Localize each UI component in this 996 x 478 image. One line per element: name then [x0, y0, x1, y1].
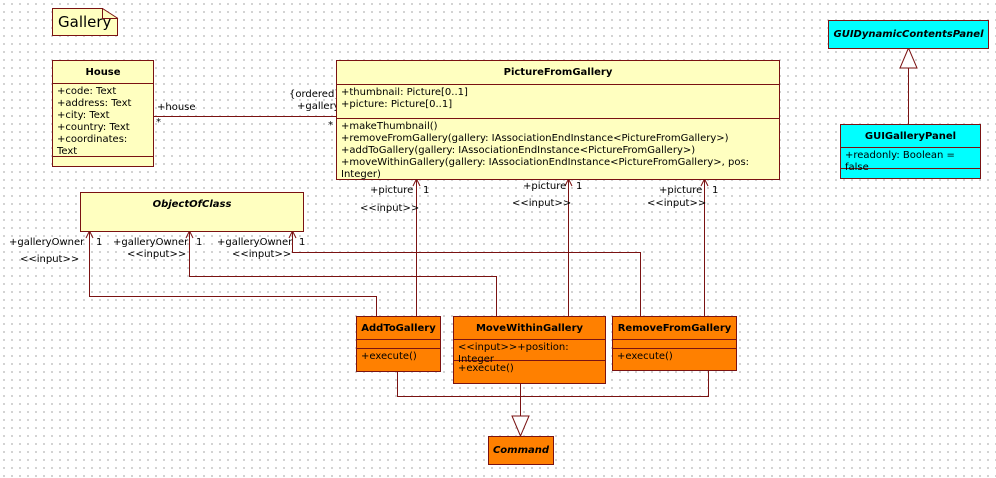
class-gui-gallery-panel[interactable]: GUIGalleryPanel +readonly: Boolean = fal… [840, 124, 981, 179]
operation: +addToGallery(gallery: IAssociationEndIn… [341, 145, 696, 156]
class-remove-from-gallery-operations: +execute() [613, 349, 736, 365]
constraint-ordered: {ordered} [289, 89, 341, 100]
class-remove-from-gallery-name: RemoveFromGallery [613, 317, 736, 340]
stereotype-owner-move: <<input>> [127, 249, 187, 260]
class-gui-dynamic-contents-panel-name: GUIDynamicContentsPanel [833, 29, 984, 40]
operation: +execute() [361, 351, 417, 362]
generalization-arrowhead-icon [899, 46, 918, 69]
class-remove-from-gallery-attributes [613, 340, 736, 349]
class-command[interactable]: Command [488, 436, 554, 465]
class-picture-from-gallery-operations: +makeThumbnail() +removeFromGallery(gall… [337, 119, 779, 183]
class-add-to-gallery-name: AddToGallery [357, 317, 440, 340]
role-picture-add: +picture [370, 185, 414, 196]
multiplicity-picture-remove: 1 [712, 185, 719, 196]
multiplicity-picture-add: 1 [423, 185, 430, 196]
role-picture-remove: +picture [659, 185, 703, 196]
class-move-within-gallery-attributes: <<input>>+position: Integer [454, 340, 605, 365]
attribute: <<input>>+position: Integer [458, 342, 569, 365]
stereotype-owner-add: <<input>> [20, 254, 80, 265]
class-object-of-class[interactable]: ObjectOfClass [80, 192, 304, 232]
note-fold-icon [102, 8, 119, 19]
class-add-to-gallery-operations: +execute() [357, 349, 440, 365]
association-owner-move[interactable] [189, 231, 497, 316]
role-picture-move: +picture [523, 181, 567, 192]
multiplicity-gallery: * [328, 120, 333, 131]
operation: +execute() [617, 351, 673, 362]
class-picture-from-gallery[interactable]: PictureFromGallery +thumbnail: Picture[0… [336, 60, 780, 180]
class-gui-gallery-panel-name: GUIGalleryPanel [841, 125, 980, 148]
class-picture-from-gallery-name: PictureFromGallery [337, 61, 779, 85]
attribute: +readonly: Boolean = false [845, 150, 955, 173]
diagram-title: Gallery [58, 13, 112, 31]
stereotype-picture-add: <<input>> [360, 203, 420, 214]
stereotype-picture-move: <<input>> [512, 198, 572, 209]
operation: +moveWithinGallery(gallery: IAssociation… [341, 157, 750, 180]
class-picture-from-gallery-attributes: +thumbnail: Picture[0..1] +picture: Pict… [337, 85, 779, 119]
class-gui-gallery-panel-attributes: +readonly: Boolean = false [841, 148, 980, 173]
role-gallery-owner-move: +galleryOwner [113, 237, 189, 248]
class-house-attributes: +code: Text +address: Text +city: Text +… [53, 84, 153, 157]
class-remove-from-gallery[interactable]: RemoveFromGallery +execute() [612, 316, 737, 371]
class-house[interactable]: House +code: Text +address: Text +city: … [52, 60, 154, 167]
association-owner-add[interactable] [89, 231, 377, 316]
operation: +makeThumbnail() [341, 121, 438, 132]
role-house: +house [157, 102, 196, 113]
role-gallery: +gallery [297, 101, 340, 112]
class-add-to-gallery-attributes [357, 340, 440, 349]
multiplicity-picture-move: 1 [576, 181, 583, 192]
association-owner-remove[interactable] [292, 231, 641, 316]
class-move-within-gallery[interactable]: MoveWithinGallery <<input>>+position: In… [453, 316, 606, 384]
stereotype-owner-remove: <<input>> [232, 249, 292, 260]
attribute: +country: Text [57, 122, 130, 133]
generalization-command-branches[interactable] [397, 370, 709, 397]
class-add-to-gallery[interactable]: AddToGallery +execute() [356, 316, 441, 372]
attribute: +code: Text [57, 86, 117, 97]
attribute: +address: Text [57, 98, 132, 109]
class-move-within-gallery-name: MoveWithinGallery [454, 317, 605, 340]
attribute: +city: Text [57, 110, 110, 121]
operation: +execute() [458, 363, 514, 374]
class-object-of-class-name: ObjectOfClass [152, 198, 232, 210]
role-gallery-owner-remove: +galleryOwner [217, 237, 293, 248]
stereotype-picture-remove: <<input>> [647, 198, 707, 209]
multiplicity-house: * [156, 117, 161, 128]
class-move-within-gallery-operations: +execute() [454, 361, 605, 377]
operation: +removeFromGallery(gallery: IAssociation… [341, 133, 729, 144]
attribute: +picture: Picture[0..1] [341, 99, 453, 110]
class-house-name: House [53, 61, 153, 84]
multiplicity-owner-add: 1 [96, 237, 103, 248]
role-gallery-owner-add: +galleryOwner [9, 237, 85, 248]
class-gui-dynamic-contents-panel[interactable]: GUIDynamicContentsPanel [828, 20, 989, 49]
multiplicity-owner-remove: 1 [299, 237, 306, 248]
diagram-title-note[interactable]: Gallery [52, 8, 118, 36]
class-command-name: Command [492, 445, 550, 456]
attribute: +thumbnail: Picture[0..1] [341, 87, 468, 98]
multiplicity-owner-move: 1 [196, 237, 203, 248]
attribute: +coordinates: Text [57, 134, 128, 157]
generalization-arrowhead-icon [511, 415, 530, 438]
